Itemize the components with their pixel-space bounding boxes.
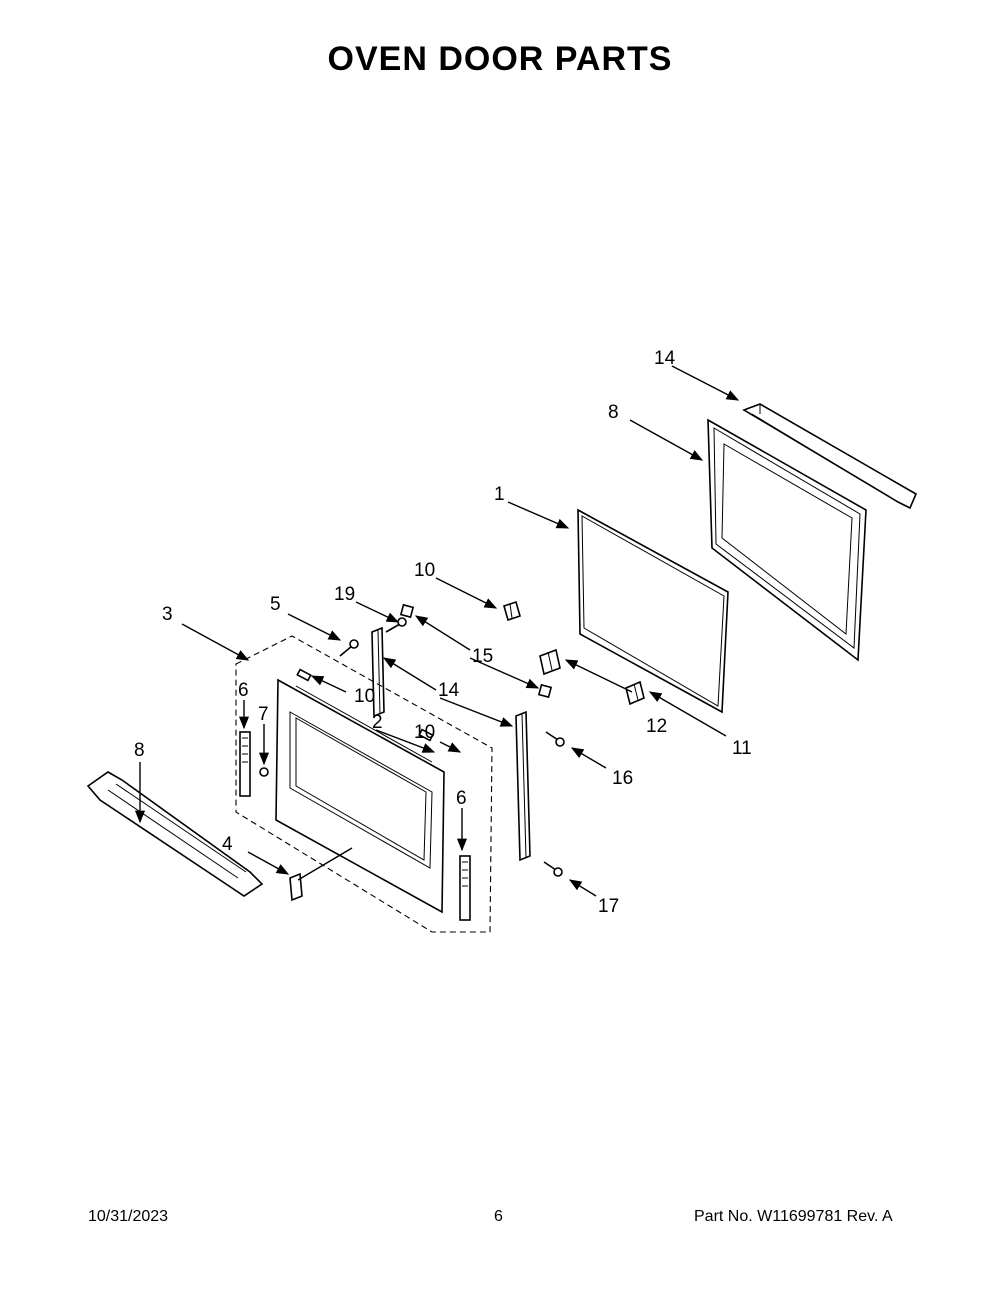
- page-title: OVEN DOOR PARTS: [327, 40, 673, 78]
- callout-14: 14: [438, 680, 460, 701]
- part-9-inner-frame: [707, 418, 867, 662]
- callout-18: 17: [598, 896, 619, 917]
- footer-date: 10/31/2023: [88, 1208, 169, 1225]
- part-3-door-assembly-outline: [235, 635, 493, 933]
- callout-10-left: 10: [354, 686, 375, 707]
- part-10-clip-left: [296, 668, 312, 682]
- part-2-outer-door: [275, 678, 445, 914]
- part-13-bracket: [539, 648, 561, 676]
- callout-9: 8: [608, 402, 619, 423]
- part-17-screw: [545, 731, 565, 747]
- part-8-door-handle: [86, 771, 264, 897]
- part-14-channel-left: [371, 626, 385, 718]
- footer-part-number: Part No. W11699781 Rev. A: [694, 1208, 893, 1225]
- callout-6-right: 6: [456, 788, 467, 809]
- part-6-hinge-right: [459, 855, 471, 921]
- part-15-pad: [537, 683, 553, 699]
- callout-13: 12: [646, 716, 667, 737]
- part-1-glass-panel: [577, 508, 729, 714]
- callout-7: 7: [258, 704, 269, 725]
- callout-3: 3: [162, 604, 173, 625]
- callout-19: 19: [334, 584, 355, 605]
- part-10-clip-right: [418, 728, 434, 742]
- callout-5: 5: [270, 594, 281, 615]
- callout-1: 1: [494, 484, 505, 505]
- callout-4: 4: [222, 834, 233, 855]
- callout-16: 14: [654, 348, 676, 369]
- part-14-channel-right: [515, 710, 531, 862]
- part-16-top-trim: [742, 403, 918, 510]
- part-5-screw: [339, 639, 359, 657]
- callout-2: 2: [372, 712, 383, 733]
- callout-10-right: 10: [414, 722, 435, 743]
- part-19-screw: [385, 617, 407, 633]
- part-11-bracket: [503, 600, 521, 622]
- part-4-bracket: [289, 872, 303, 902]
- part-18-screw: [543, 861, 563, 877]
- callout-15: 15: [472, 646, 493, 667]
- leader-arrows: [134, 365, 740, 897]
- footer-page-number: 6: [494, 1208, 503, 1225]
- callout-6-left: 6: [238, 680, 249, 701]
- part-6-hinge-left: [239, 731, 251, 797]
- part-12-bracket: [625, 680, 645, 706]
- callout-8: 8: [134, 740, 145, 761]
- callout-11: 10: [414, 560, 435, 581]
- part-15-pad-top: [399, 603, 415, 619]
- part-7-screw: [259, 767, 269, 777]
- callout-12: 11: [732, 738, 752, 759]
- callout-17: 16: [612, 768, 633, 789]
